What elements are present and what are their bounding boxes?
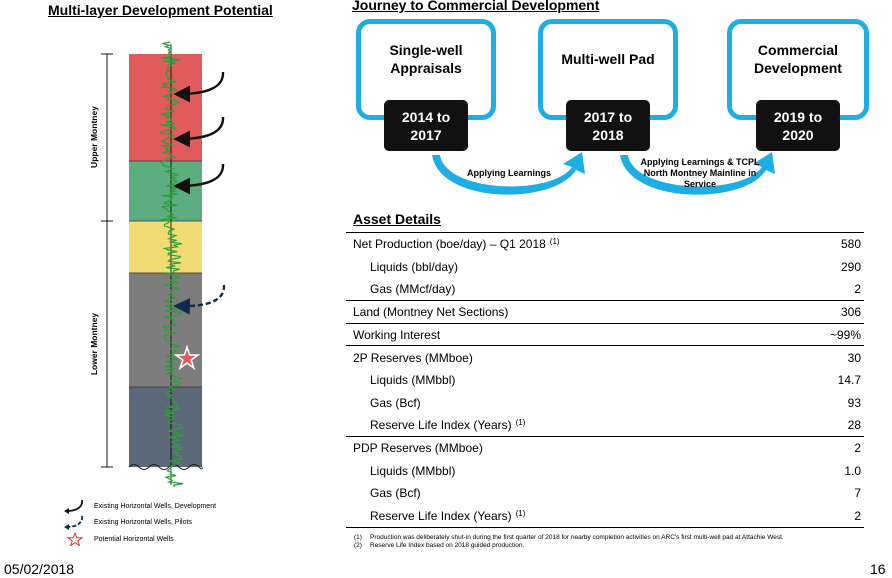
table-row: Gas (Bcf) 93 [346,391,864,414]
asset-label: Liquids (MMbbl) [370,463,456,478]
footnote-ref: (1) [515,508,526,518]
footnote-1: (1)Production was deliberately shut-in d… [354,534,784,541]
asset-label: 2P Reserves (MMboe) [346,345,793,369]
star-icon [173,344,201,371]
table-row: Net Production (boe/day) – Q1 2018(1)580 [346,232,864,256]
footnote-ref: (1) [515,418,526,428]
year-badge-3: 2019 to 2020 [756,100,840,151]
legend-label: Existing Horizontal Wells, Pilots [94,518,192,526]
table-row: PDP Reserves (MMboe)2 [346,436,864,460]
footnote-2: (2)Reserve Life Index based on 2018 guid… [354,542,525,549]
solid-arrow-icon [173,116,225,148]
asset-value: 7 [854,486,861,501]
asset-value: 1.0 [844,463,861,478]
journey-title: Journey to Commercial Development [352,0,600,13]
asset-value: 14.7 [837,372,861,387]
solid-arrow-icon [64,499,83,514]
legend-item-pilots: Existing Horizontal Wells, Pilots [62,514,192,530]
asset-label: Net Production (boe/day) – Q1 2018(1) [346,232,793,256]
asset-value: ~99% [792,322,864,346]
asset-value: 2 [792,504,864,528]
footnote-ref: (1) [549,237,560,247]
curved-arrow-icon [620,152,775,195]
table-row: Liquids (bbl/day) 290 [346,255,864,278]
asset-label: Working Interest [346,322,793,346]
asset-details-table: Net Production (boe/day) – Q1 2018(1)580… [346,232,864,528]
page-number: 16 [870,561,886,577]
layer-slate [129,387,202,467]
year-badge-1: 2014 to 2017 [384,100,468,151]
curved-arrow-icon [432,152,585,195]
asset-value: 30 [792,345,864,369]
asset-value: 306 [792,300,864,324]
asset-value: 2 [854,281,861,296]
footnotes: (1)Production was deliberately shut-in d… [354,534,784,550]
lower-montney-label: Lower Montney [89,313,99,376]
asset-value: 580 [792,232,864,256]
table-row: Liquids (MMbbl) 14.7 [346,369,864,392]
legend-label: Potential Horizontal Wells [94,535,174,543]
year-badge-2: 2017 to 2018 [566,100,650,151]
star-icon [66,532,84,546]
table-row: Gas (MMcf/day) 2 [346,278,864,301]
table-row: Reserve Life Index (Years)(1) 28 [346,414,864,437]
stratigraphy-column: Upper Montney Lower Montney [89,41,226,488]
table-row: Land (Montney Net Sections)306 [346,300,864,324]
solid-arrow-icon [173,163,225,195]
learning-label-1: Applying Learnings [466,168,551,178]
upper-montney-label: Upper Montney [89,106,99,168]
stage-name: Commercial Development [754,41,842,76]
table-row: 2P Reserves (MMboe)30 [346,345,864,369]
table-row: Liquids (MMbbl) 1.0 [346,459,864,482]
asset-details-title: Asset Details [353,211,441,227]
asset-label: Gas (Bcf) [370,395,421,410]
asset-value: 290 [840,259,861,274]
solid-arrow-icon [173,71,225,103]
dashed-arrow-icon [173,284,226,315]
asset-value: 28 [847,418,861,433]
legend-item-potential: Potential Horizontal Wells [62,532,174,546]
gamma-log-curve [159,41,186,488]
asset-label: Reserve Life Index (Years)(1) [370,418,526,433]
asset-label: Liquids (bbl/day) [370,259,459,274]
table-row: Working Interest~99% [346,322,864,346]
asset-label: Gas (Bcf) [370,486,421,501]
legend-item-development: Existing Horizontal Wells, Development [62,498,216,514]
learning-arrows [432,152,775,195]
asset-value: 93 [847,395,861,410]
stage-name: Single-well Appraisals [389,41,463,76]
asset-value: 2 [792,436,864,460]
dashed-arrow-icon [64,515,83,530]
footer-date: 05/02/2018 [4,561,75,577]
legend-label: Existing Horizontal Wells, Development [94,502,217,510]
asset-label: Land (Montney Net Sections) [346,300,793,324]
asset-label: Reserve Life Index (Years)(1) [346,504,793,528]
asset-label: PDP Reserves (MMboe) [346,436,793,460]
table-row: Gas (Bcf) 7 [346,482,864,505]
asset-label: Gas (MMcf/day) [370,281,456,296]
left-panel-title: Multi-layer Development Potential [48,2,273,18]
asset-label: Liquids (MMbbl) [370,372,456,387]
learning-label-2: Applying Learnings & TCPL North Montney … [640,157,760,189]
table-row: Reserve Life Index (Years)(1)2 [346,504,864,528]
layer-yellow [129,221,202,273]
stage-name: Multi-well Pad [561,50,655,67]
